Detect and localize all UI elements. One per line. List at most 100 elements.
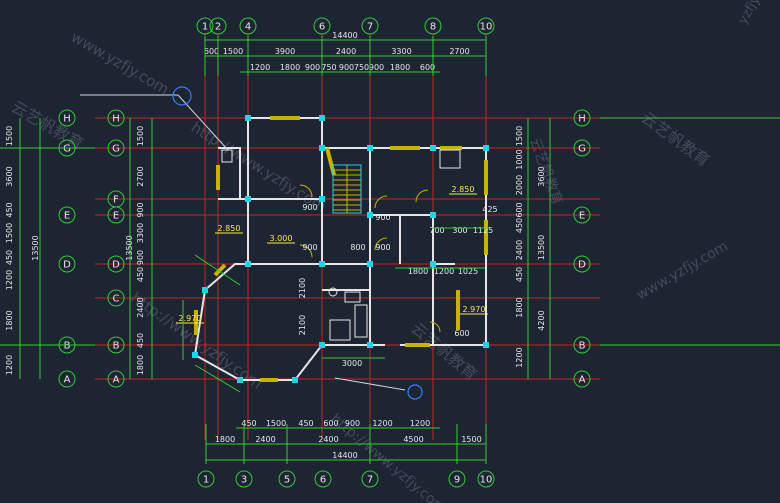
bottom-row1-dim: 1500	[266, 419, 286, 428]
column	[245, 115, 251, 121]
bottom-axis-bubble-circle	[197, 470, 215, 488]
interior-dim: 700	[429, 226, 444, 235]
right-axis-bubble-circle	[573, 109, 591, 127]
left-outer-axis-bubble-label: D	[63, 260, 71, 271]
column	[245, 261, 251, 267]
level-mark: 2.970	[179, 314, 202, 323]
bottom-axis-bubble-circle	[235, 470, 253, 488]
left-axis-bubble-label: F	[113, 195, 119, 206]
top-row2-dim: 1800	[390, 63, 410, 72]
left-outer-axis-bubble-label: G	[63, 144, 71, 155]
right-outer-dim: 1800	[515, 297, 524, 317]
top-axis-bubble-label: 1	[202, 22, 208, 33]
door-swing	[299, 184, 313, 198]
bathtub	[439, 149, 461, 169]
left-outer-axis-bubble-label: E	[64, 211, 70, 222]
top-row2-dim: 1800	[280, 63, 300, 72]
bottom-row1-dim: 1200	[372, 419, 392, 428]
left-inner-dim: 1500	[136, 126, 145, 146]
left-outer-axis-bubble-circle	[58, 206, 76, 224]
bottom-row1-dim: 600	[323, 419, 338, 428]
top-row1-dim: 600	[204, 47, 219, 56]
top-row2-dim: 900	[369, 63, 384, 72]
top-row2-dim: 900	[305, 63, 320, 72]
left-axis-bubble-label: H	[112, 114, 120, 125]
bottom-axis-bubble-label: 9	[454, 475, 460, 486]
column	[367, 212, 373, 218]
top-row1-dim: 2700	[449, 47, 469, 56]
right-axis-bubble-label: G	[578, 144, 586, 155]
bottom-row1-dim: 1200	[410, 419, 430, 428]
interior-dim: 2100	[298, 278, 307, 298]
column	[483, 342, 489, 348]
column	[319, 145, 325, 151]
bottom-row2-dim: 4500	[403, 435, 423, 444]
top-row2-dim: 600	[420, 63, 435, 72]
left-outer-axis-bubble-circle	[58, 109, 76, 127]
column	[367, 261, 373, 267]
column	[192, 352, 198, 358]
left-inner-dim: 2400	[136, 297, 145, 317]
interior-dim: 600	[454, 329, 469, 338]
interior-dim: 425	[482, 205, 497, 214]
left-axis-bubble-label: A	[113, 375, 120, 386]
top-axis-bubble-circle	[196, 17, 214, 35]
bottom-axis-bubble-circle	[361, 470, 379, 488]
left-inner-dim: 3300	[136, 223, 145, 243]
top-total-dim: 14400	[332, 31, 357, 40]
right-outer-dim: 450	[515, 267, 524, 282]
left-outer-dim: 1200	[5, 355, 14, 375]
pointer-circle	[407, 384, 423, 400]
interior-dim: 1125	[473, 226, 493, 235]
right-axis-bubble-label: D	[578, 260, 586, 271]
level-mark: 2.850	[452, 185, 475, 194]
column	[430, 145, 436, 151]
interior-dim: 1025	[458, 267, 478, 276]
bottom-row1-dim: 450	[298, 419, 313, 428]
column	[367, 342, 373, 348]
top-axis-bubble-circle	[239, 17, 257, 35]
watermark-text: yzfjy	[735, 0, 763, 27]
bottom-row2-dim: 2400	[255, 435, 275, 444]
left-axis-bubble-label: E	[113, 211, 119, 222]
left-outer-axis-bubble-circle	[58, 370, 76, 388]
bottom-row2-dim: 1500	[461, 435, 481, 444]
left-inner-dim: 450	[136, 333, 145, 348]
top-row1-dim: 2400	[336, 47, 356, 56]
stair-wall	[321, 118, 370, 149]
level-mark: 2.970	[463, 305, 486, 314]
watermark-text: www.yzfjy.com	[634, 238, 731, 303]
bottom-axis-bubble-label: 10	[480, 475, 493, 486]
window	[213, 263, 227, 277]
fixture-box	[221, 149, 233, 163]
top-axis-bubble-circle	[361, 17, 379, 35]
left-inner-dim: 900	[136, 250, 145, 265]
column	[319, 342, 325, 348]
top-axis-bubble-label: 8	[430, 22, 436, 33]
top-axis-bubble-circle	[313, 17, 331, 35]
bottom-row1-dim: 900	[345, 419, 360, 428]
sink	[344, 291, 361, 303]
bottom-axis-bubble-circle	[448, 470, 466, 488]
column	[319, 115, 325, 121]
left-inner-dim: 450	[136, 267, 145, 282]
leader-line	[334, 377, 406, 391]
right-axis-bubble-label: E	[579, 211, 585, 222]
interior-dim: 2100	[298, 315, 307, 335]
column	[319, 196, 325, 202]
column	[237, 377, 243, 383]
column	[245, 196, 251, 202]
bottom-axis-bubble-circle	[314, 470, 332, 488]
right-inner-dim: 4200	[537, 310, 546, 330]
interior-dim: 1800	[408, 267, 428, 276]
level-mark: 2.850	[218, 224, 241, 233]
left-axis-bubble-circle	[107, 370, 125, 388]
left-outer-dim: 450	[5, 202, 14, 217]
left-inner-total-dim: 13500	[125, 235, 134, 260]
top-axis-bubble-circle	[424, 17, 442, 35]
left-outer-dim: 1800	[5, 310, 14, 330]
left-inner-dim: 900	[136, 202, 145, 217]
interior-dim: 800	[350, 243, 365, 252]
